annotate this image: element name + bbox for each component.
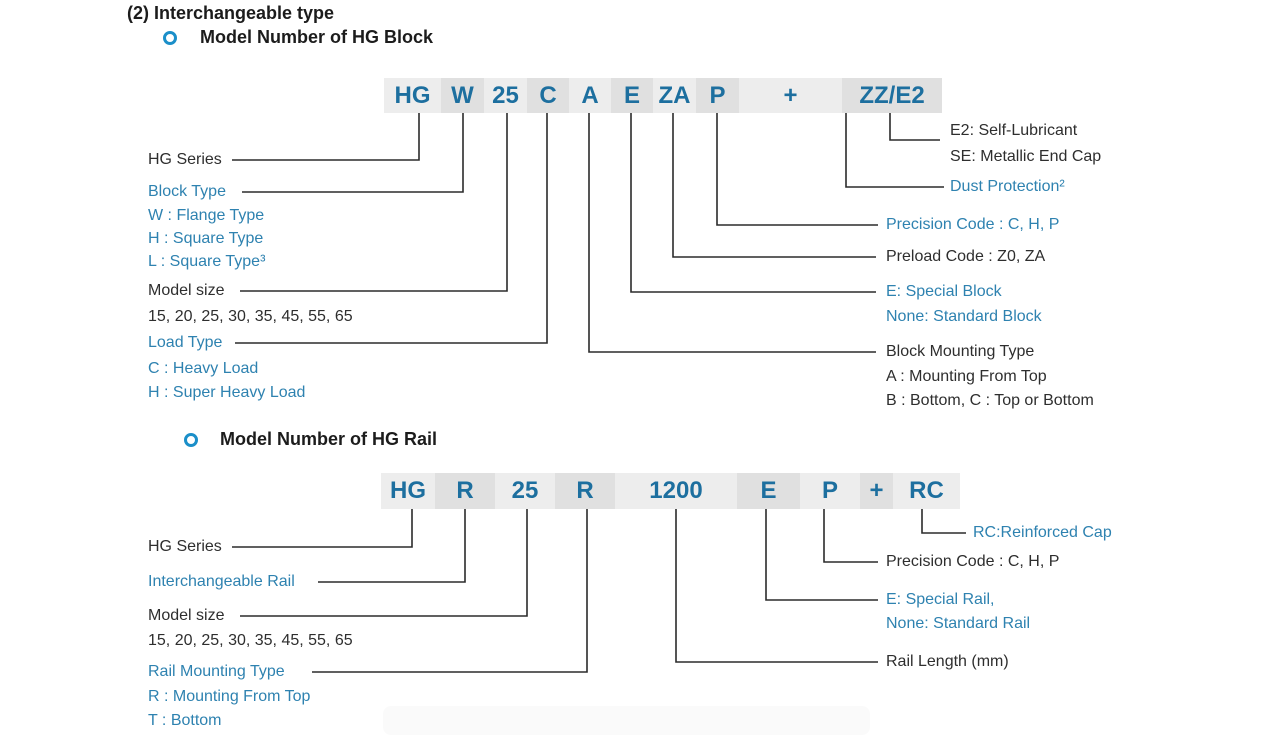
- block-label-mounting-a: A : Mounting From Top: [886, 368, 1047, 385]
- section-title: (2) Interchangeable type: [127, 3, 335, 23]
- rail-heading: Model Number of HG Rail: [220, 429, 438, 449]
- rail-code-p: P: [800, 473, 860, 509]
- rail-label-precision: Precision Code : C, H, P: [886, 553, 1060, 570]
- rail-code-rc: RC: [893, 473, 960, 509]
- rail-label-standard-rail: None: Standard Rail: [886, 615, 1031, 632]
- block-code-a: A: [569, 78, 611, 113]
- rail-label-reinforced-cap: RC:Reinforced Cap: [973, 524, 1112, 541]
- block-label-model-sizes: 15, 20, 25, 30, 35, 45, 55, 65: [148, 308, 353, 325]
- block-label-precision: Precision Code : C, H, P: [886, 216, 1060, 233]
- rail-code-r1: R: [435, 473, 495, 509]
- rail-code-r2: R: [555, 473, 615, 509]
- block-label-dust-protection: Dust Protection²: [950, 178, 1065, 195]
- block-code-e: E: [611, 78, 653, 113]
- bullet-icon: [184, 433, 198, 447]
- block-label-mounting-type: Block Mounting Type: [886, 343, 1035, 360]
- bullet-icon: [163, 31, 177, 45]
- block-code-25: 25: [484, 78, 527, 113]
- rail-label-rail-length: Rail Length (mm): [886, 653, 1009, 670]
- rail-label-model-size: Model size: [148, 607, 225, 624]
- block-code-za: ZA: [653, 78, 696, 113]
- block-code-hg: HG: [384, 78, 441, 113]
- block-label-standard-block: None: Standard Block: [886, 308, 1042, 325]
- block-label-special-block: E: Special Block: [886, 283, 1002, 300]
- block-heading: Model Number of HG Block: [200, 27, 434, 47]
- rail-code-e: E: [737, 473, 800, 509]
- block-label-flange-type: W : Flange Type: [148, 207, 265, 224]
- block-label-block-type: Block Type: [148, 183, 226, 200]
- block-label-hg-series: HG Series: [148, 151, 222, 168]
- rail-label-hg-series: HG Series: [148, 538, 222, 555]
- rail-label-mounting-t: T : Bottom: [148, 712, 222, 729]
- rail-code-25: 25: [495, 473, 555, 509]
- rail-label-interchangeable: Interchangeable Rail: [148, 573, 295, 590]
- block-label-super-heavy-load: H : Super Heavy Load: [148, 384, 306, 401]
- block-label-preload: Preload Code : Z0, ZA: [886, 248, 1046, 265]
- rail-code-1200: 1200: [615, 473, 737, 509]
- block-code-p: P: [696, 78, 739, 113]
- rail-label-special-rail: E: Special Rail,: [886, 591, 995, 608]
- block-label-model-size: Model size: [148, 282, 225, 299]
- block-label-se: SE: Metallic End Cap: [950, 148, 1102, 165]
- block-label-square-type-h: H : Square Type: [148, 230, 264, 247]
- block-label-e2: E2: Self-Lubricant: [950, 122, 1078, 139]
- block-code-c: C: [527, 78, 569, 113]
- rail-label-model-sizes: 15, 20, 25, 30, 35, 45, 55, 65: [148, 632, 353, 649]
- block-label-mounting-bc: B : Bottom, C : Top or Bottom: [886, 392, 1094, 409]
- block-code-w: W: [441, 78, 484, 113]
- block-code-zze2: ZZ/E2: [842, 78, 942, 113]
- block-label-heavy-load: C : Heavy Load: [148, 360, 259, 377]
- rail-label-mounting-r: R : Mounting From Top: [148, 688, 311, 705]
- block-label-load-type: Load Type: [148, 334, 223, 351]
- rail-code-hg: HG: [381, 473, 435, 509]
- rail-code-plus: +: [860, 473, 893, 509]
- block-label-square-type-l: L : Square Type³: [148, 253, 266, 270]
- block-code-plus: +: [739, 78, 842, 113]
- rail-label-mounting-type: Rail Mounting Type: [148, 663, 285, 680]
- background-artifact: [383, 706, 870, 735]
